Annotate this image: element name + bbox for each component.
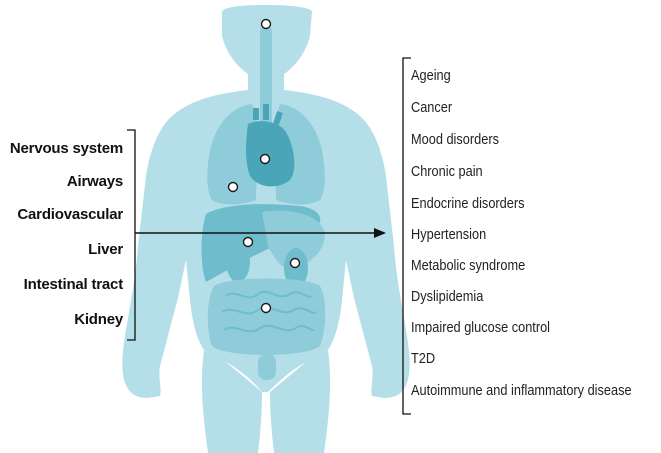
organ-label-nervous-system: Nervous system (10, 140, 123, 157)
intestines (208, 279, 326, 356)
marker-brain (262, 20, 271, 29)
bladder (258, 354, 276, 380)
marker-liver (244, 238, 253, 247)
condition-label-metabolic-syndrome: Metabolic syndrome (411, 258, 525, 274)
kidney-left (226, 242, 250, 282)
organ-label-liver: Liver (88, 241, 123, 258)
marker-heart (261, 155, 270, 164)
marker-kidney (291, 259, 300, 268)
marker-lung (229, 183, 238, 192)
condition-label-endocrine-disorders: Endocrine disorders (411, 196, 524, 212)
condition-label-ageing: Ageing (411, 68, 451, 84)
condition-label-t2d: T2D (411, 351, 435, 367)
condition-label-autoimmune-inflammatory: Autoimmune and inflammatory disease (411, 383, 632, 399)
condition-label-cancer: Cancer (411, 100, 452, 116)
organ-label-kidney: Kidney (74, 311, 123, 328)
organ-label-airways: Airways (67, 173, 123, 190)
marker-intestine (262, 304, 271, 313)
condition-label-impaired-glucose-control: Impaired glucose control (411, 320, 550, 336)
organ-label-cardiovascular: Cardiovascular (17, 206, 123, 223)
organ-label-intestinal-tract: Intestinal tract (24, 276, 123, 293)
condition-label-chronic-pain: Chronic pain (411, 164, 483, 180)
condition-label-hypertension: Hypertension (411, 227, 486, 243)
condition-label-dyslipidemia: Dyslipidemia (411, 289, 483, 305)
condition-label-mood-disorders: Mood disorders (411, 132, 499, 148)
